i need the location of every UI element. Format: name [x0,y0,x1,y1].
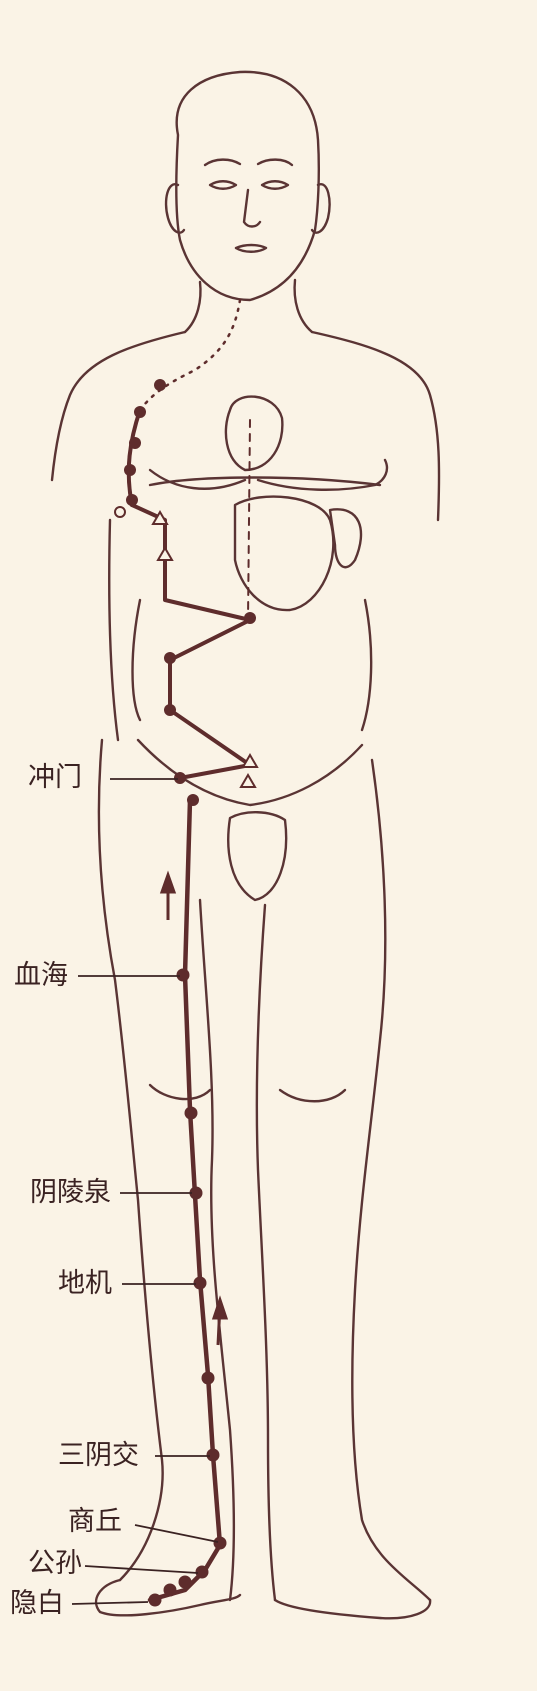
label-yinlingquan: 阴陵泉 [30,1179,111,1206]
neck-left [185,282,200,332]
acupoint-dot [164,652,176,664]
acupoint-dot [207,1449,220,1462]
head-outline [176,72,318,300]
right-foot [275,1600,430,1618]
right-eye [262,181,288,189]
stomach-outline [235,497,333,611]
right-brow [258,160,292,165]
acupoint-dot [187,794,199,806]
torso-left [52,332,185,480]
waist-right [362,600,371,730]
leader-line [72,1602,148,1604]
left-ear [166,184,184,232]
acupoint-dot [134,406,146,418]
left-knee [150,1085,210,1099]
acupoint-dot [126,494,138,506]
spleen-outline [330,509,361,567]
label-sanyinjiao: 三阴交 [58,1442,139,1469]
nose [244,190,260,227]
acupoint-dot [149,1594,162,1607]
acupoint-dot [164,1584,177,1597]
chest-right [258,460,387,490]
torso-right [312,332,439,520]
label-gongsun: 公孙 [28,1550,82,1577]
meridian-dotted-neck [140,300,240,410]
heart-outline [226,397,282,470]
left-brow [205,160,240,165]
body-outline [52,72,439,1618]
up-arrow-icon [162,875,174,920]
open-dot [115,507,125,517]
acupoint-dot [244,612,256,624]
acupoint-dot [124,464,136,476]
acupoint-dot [164,704,176,716]
meridian-chest-left [129,410,140,505]
acupoint-dot [174,772,186,784]
leader-line [85,1566,198,1573]
right-leg-inner [257,905,275,1600]
meridian-chest-descent [132,505,250,778]
waist-left [133,600,141,720]
genital-outline [228,812,286,900]
acupoint-dot [214,1537,227,1550]
label-xuehai: 血海 [14,962,68,989]
acupoint-dot [179,1576,192,1589]
acupoint-dot [185,1107,198,1120]
right-leg-outer [352,760,430,1600]
acupoint-dot [196,1566,209,1579]
spleen-meridian-path [129,300,250,1600]
acupoint-dot [154,379,166,391]
right-knee [280,1090,345,1101]
meridian-leg [150,800,220,1600]
pelvis-line [138,740,362,805]
label-chongmen: 冲门 [28,764,82,791]
label-diji: 地机 [58,1270,112,1297]
mouth [236,245,266,252]
acupoint-dot [129,437,141,449]
acupoint-dot [202,1372,215,1385]
left-arm-inner [109,520,118,740]
neck-right [295,280,312,332]
label-shangqiu: 商丘 [68,1508,122,1535]
acupoint-dot [194,1277,207,1290]
left-eye [210,181,236,189]
label-yinbai: 隐白 [10,1590,64,1617]
open-triangle [241,775,255,787]
acupoint-dot [177,969,190,982]
open-triangle [158,548,172,560]
